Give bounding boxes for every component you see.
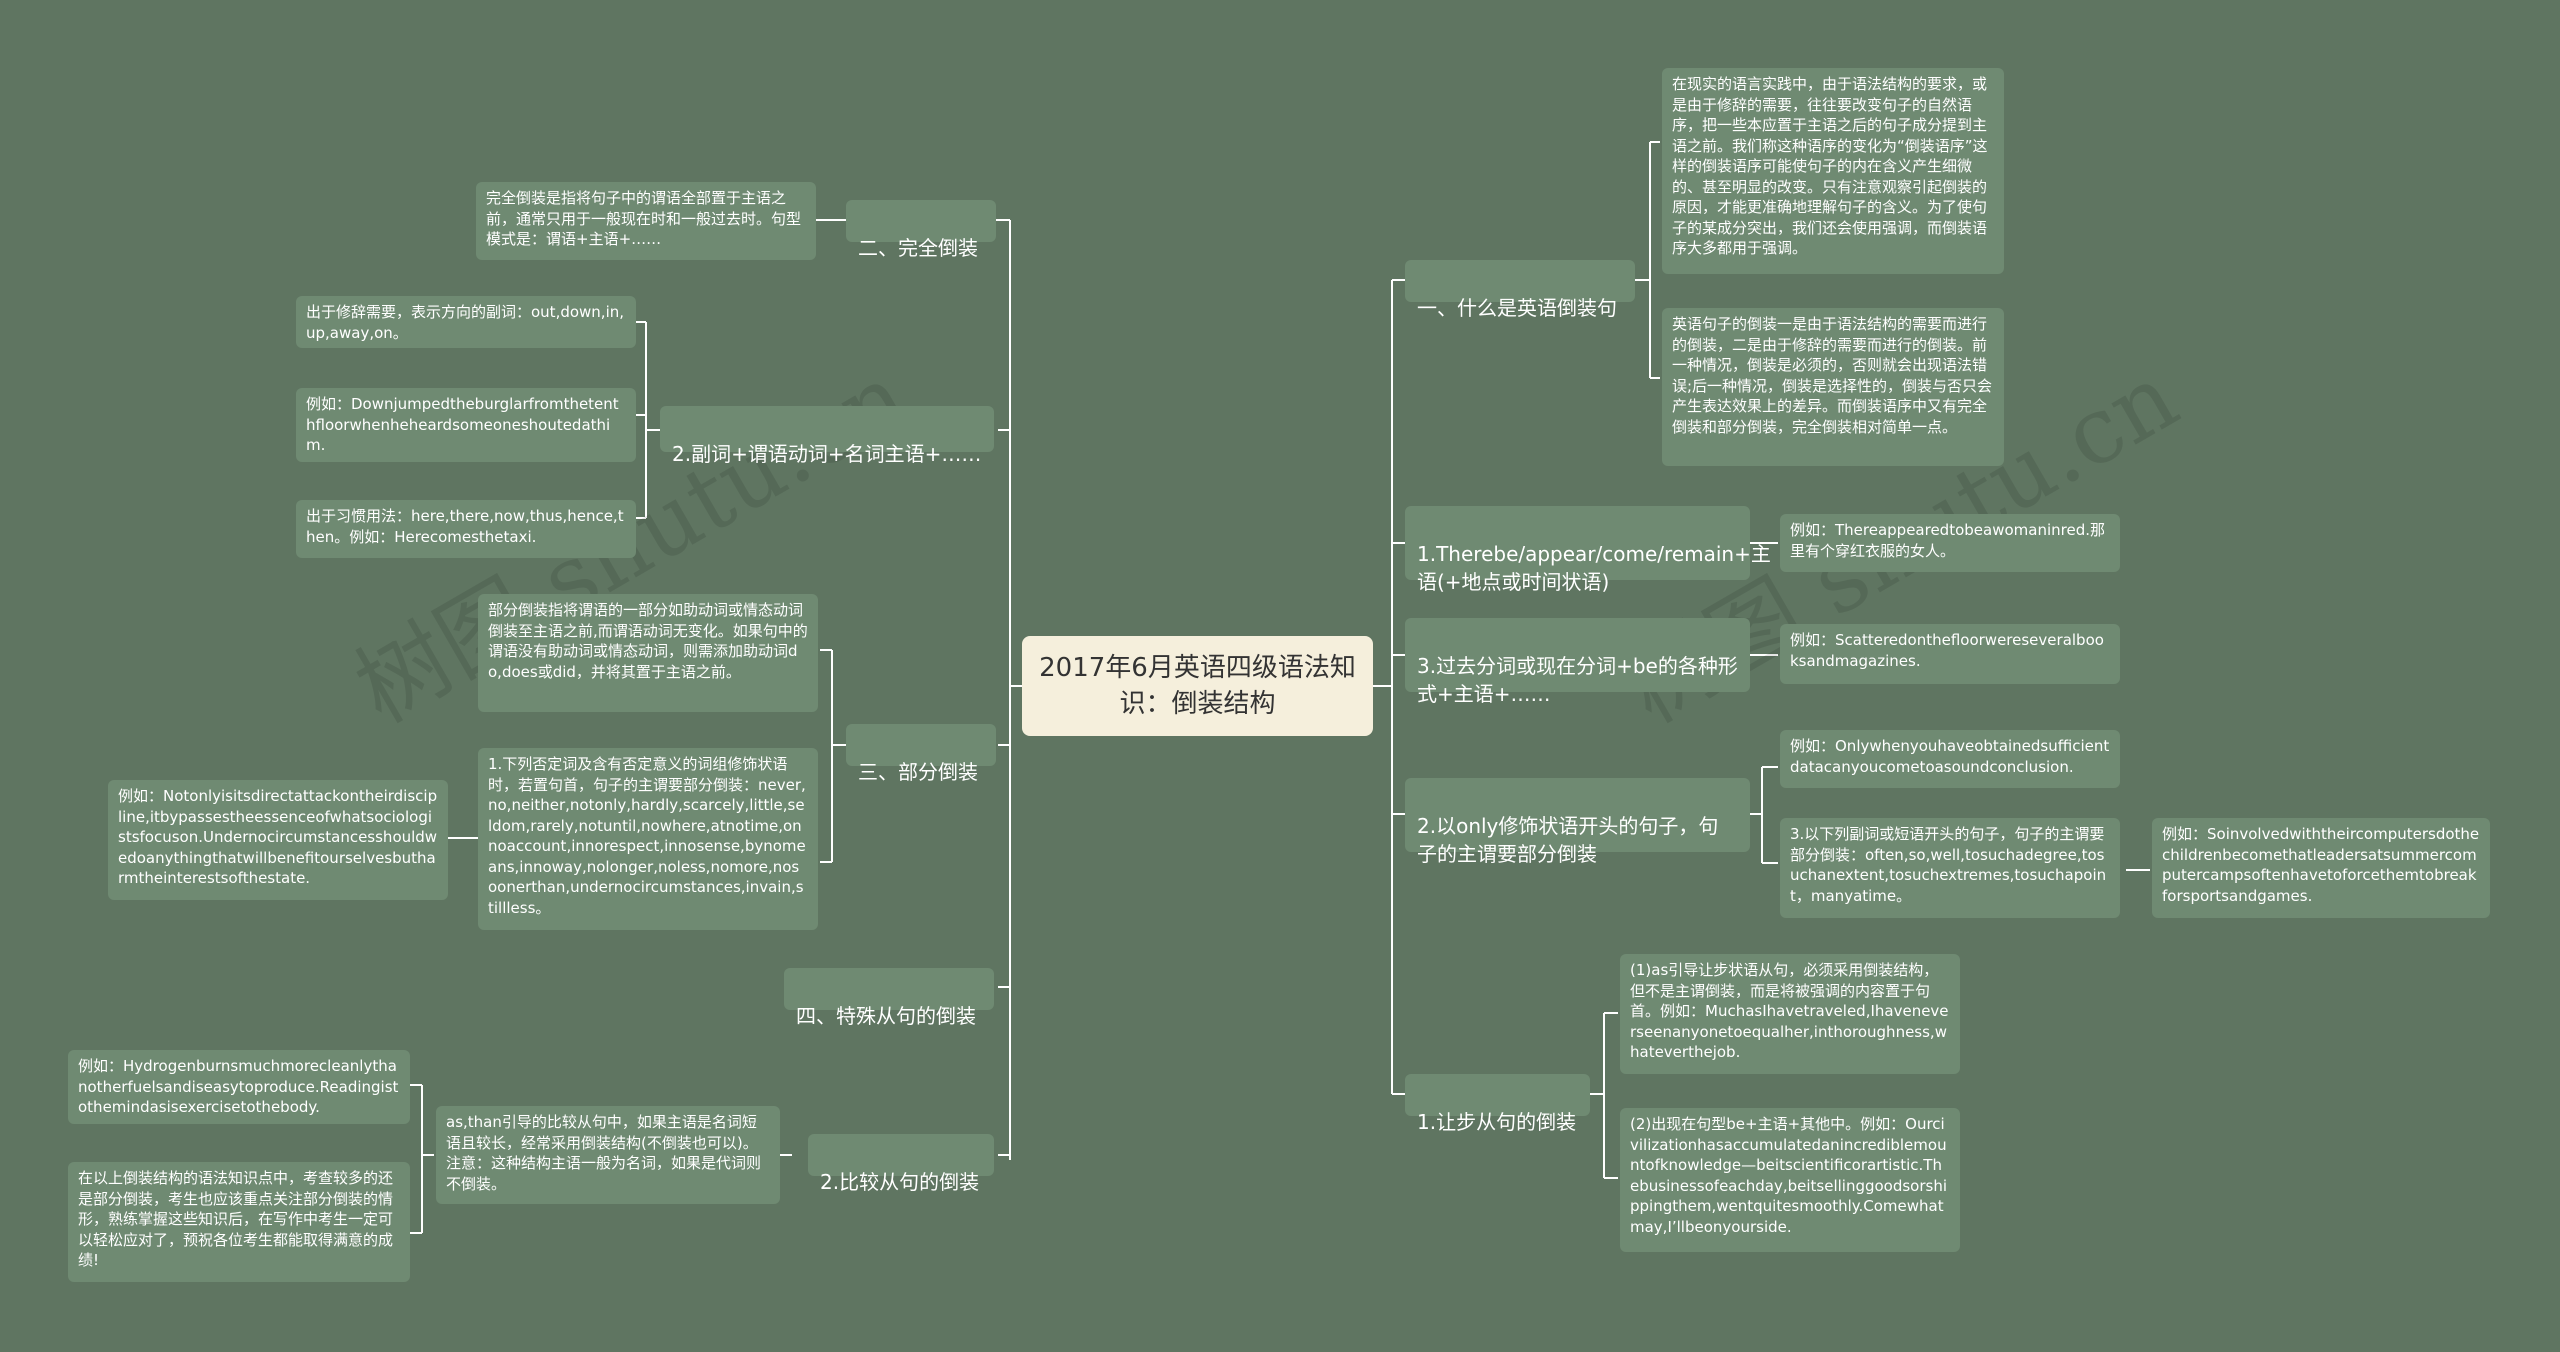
leaf-adverb-habit[interactable]: 出于习惯用法：here,there,now,thus,hence,then。例如… bbox=[296, 500, 636, 558]
leaf-inversion-intro[interactable]: 在现实的语言实践中，由于语法结构的要求，或是由于修辞的需要，往往要改变句子的自然… bbox=[1662, 68, 2004, 274]
branch-label: 四、特殊从句的倒装 bbox=[796, 1004, 976, 1028]
branch-label: 1.让步从句的倒装 bbox=[1417, 1110, 1577, 1134]
leaf-concessive-as[interactable]: (1)as引导让步状语从句，必须采用倒装结构，但不是主谓倒装，而是将被强调的内容… bbox=[1620, 954, 1960, 1074]
branch-comparative-clause[interactable]: 2.比较从句的倒装 bbox=[808, 1134, 994, 1194]
leaf-text: 英语句子的倒装一是由于语法结构的需要而进行的倒装，二是由于修辞的需要而进行的倒装… bbox=[1672, 315, 1993, 436]
branch-participle[interactable]: 3.过去分词或现在分词+be的各种形式+主语+…… bbox=[1405, 618, 1750, 706]
leaf-text: 3.以下列副词或短语开头的句子，句子的主谓要部分倒装：often,so,well… bbox=[1790, 825, 2107, 905]
leaf-negative-example[interactable]: 例如：Notonlyisitsdirectattackontheirdiscip… bbox=[108, 780, 448, 900]
branch-only[interactable]: 2.以only修饰状语开头的句子，句子的主谓要部分倒装 bbox=[1405, 778, 1750, 866]
leaf-negative-words[interactable]: 1.下列否定词及含有否定意义的词组修饰状语时，若置句首，句子的主谓要部分倒装：n… bbox=[478, 748, 818, 930]
leaf-text: (1)as引导让步状语从句，必须采用倒装结构，但不是主谓倒装，而是将被强调的内容… bbox=[1630, 961, 1949, 1061]
leaf-text: as,than引导的比较从句中，如果主语是名词短语且较长，经常采用倒装结构(不倒… bbox=[446, 1113, 762, 1193]
leaf-adverb-phrases-example[interactable]: 例如：Soinvolvedwiththeircomputersdothechil… bbox=[2152, 818, 2490, 918]
branch-label: 一、什么是英语倒装句 bbox=[1417, 296, 1617, 320]
leaf-text: 出于修辞需要，表示方向的副词：out,down,in,up,away,on。 bbox=[306, 303, 625, 342]
leaf-text: 例如：Thereappearedtobeawomaninred.那里有个穿红衣服… bbox=[1790, 521, 2105, 560]
branch-concessive[interactable]: 1.让步从句的倒装 bbox=[1405, 1074, 1590, 1134]
branch-label: 2.比较从句的倒装 bbox=[820, 1170, 980, 1194]
branch-there-be[interactable]: 1.Therebe/appear/come/remain+主语(+地点或时间状语… bbox=[1405, 506, 1771, 594]
branch-full-inversion[interactable]: 二、完全倒装 bbox=[846, 200, 996, 260]
branch-adverb-inversion[interactable]: 2.副词+谓语动词+名词主语+…… bbox=[660, 406, 994, 466]
branch-label: 三、部分倒装 bbox=[858, 760, 978, 784]
leaf-text: 部分倒装指将谓语的一部分如助动词或情态动词倒装至主语之前,而谓语动词无变化。如果… bbox=[488, 601, 808, 681]
branch-what-is-inversion[interactable]: 一、什么是英语倒装句 bbox=[1405, 260, 1635, 320]
branch-label: 二、完全倒装 bbox=[858, 236, 978, 260]
branch-label: 1.Therebe/appear/come/remain+主语(+地点或时间状语… bbox=[1417, 542, 1771, 594]
leaf-participle-example[interactable]: 例如：Scatteredonthefloorwereseveralbooksan… bbox=[1780, 624, 2120, 684]
leaf-partial-def[interactable]: 部分倒装指将谓语的一部分如助动词或情态动词倒装至主语之前,而谓语动词无变化。如果… bbox=[478, 594, 818, 712]
leaf-text: 例如：Onlywhenyouhaveobtainedsufficientdata… bbox=[1790, 737, 2110, 776]
leaf-full-inversion-def[interactable]: 完全倒装是指将句子中的谓语全部置于主语之前，通常只用于一般现在时和一般过去时。句… bbox=[476, 182, 816, 260]
leaf-text: 例如：Scatteredonthefloorwereseveralbooksan… bbox=[1790, 631, 2104, 670]
leaf-text: 例如：Soinvolvedwiththeircomputersdothechil… bbox=[2162, 825, 2480, 905]
root-node[interactable]: 2017年6月英语四级语法知识：倒装结构 bbox=[1022, 636, 1373, 736]
leaf-text: 例如：Notonlyisitsdirectattackontheirdiscip… bbox=[118, 787, 438, 887]
root-title: 2017年6月英语四级语法知识：倒装结构 bbox=[1039, 653, 1356, 719]
branch-special-clause[interactable]: 四、特殊从句的倒装 bbox=[784, 968, 994, 1028]
connector-root-right bbox=[1373, 280, 1393, 1094]
leaf-text: 出于习惯用法：here,there,now,thus,hence,then。例如… bbox=[306, 507, 624, 546]
leaf-text: 例如：Hydrogenburnsmuchmorecleanlythanother… bbox=[78, 1057, 399, 1116]
leaf-text: 在以上倒装结构的语法知识点中，考查较多的还是部分倒装，考生也应该重点关注部分倒装… bbox=[78, 1169, 394, 1269]
leaf-adverb-phrases[interactable]: 3.以下列副词或短语开头的句子，句子的主谓要部分倒装：often,so,well… bbox=[1780, 818, 2120, 918]
leaf-text: (2)出现在句型be+主语+其他中。例如：Ourcivilizationhasa… bbox=[1630, 1115, 1948, 1236]
leaf-comparative-example[interactable]: 例如：Hydrogenburnsmuchmorecleanlythanother… bbox=[68, 1050, 410, 1124]
leaf-conclusion[interactable]: 在以上倒装结构的语法知识点中，考查较多的还是部分倒装，考生也应该重点关注部分倒装… bbox=[68, 1162, 410, 1282]
leaf-adverb-direction[interactable]: 出于修辞需要，表示方向的副词：out,down,in,up,away,on。 bbox=[296, 296, 636, 348]
leaf-text: 在现实的语言实践中，由于语法结构的要求，或是由于修辞的需要，往往要改变句子的自然… bbox=[1672, 75, 1988, 257]
branch-label: 2.以only修饰状语开头的句子，句子的主谓要部分倒装 bbox=[1417, 814, 1719, 866]
leaf-concessive-be[interactable]: (2)出现在句型be+主语+其他中。例如：Ourcivilizationhasa… bbox=[1620, 1108, 1960, 1252]
branch-label: 2.副词+谓语动词+名词主语+…… bbox=[672, 442, 982, 466]
branch-label: 3.过去分词或现在分词+be的各种形式+主语+…… bbox=[1417, 654, 1738, 706]
connector-root-left bbox=[1000, 219, 1022, 1160]
leaf-adverb-example[interactable]: 例如：Downjumpedtheburglarfromthetenthfloor… bbox=[296, 388, 636, 462]
leaf-text: 完全倒装是指将句子中的谓语全部置于主语之前，通常只用于一般现在时和一般过去时。句… bbox=[486, 189, 802, 248]
leaf-there-be-example[interactable]: 例如：Thereappearedtobeawomaninred.那里有个穿红衣服… bbox=[1780, 514, 2120, 572]
leaf-comparative-def[interactable]: as,than引导的比较从句中，如果主语是名词短语且较长，经常采用倒装结构(不倒… bbox=[436, 1106, 780, 1204]
leaf-only-example[interactable]: 例如：Onlywhenyouhaveobtainedsufficientdata… bbox=[1780, 730, 2120, 788]
leaf-text: 例如：Downjumpedtheburglarfromthetenthfloor… bbox=[306, 395, 619, 454]
leaf-inversion-types[interactable]: 英语句子的倒装一是由于语法结构的需要而进行的倒装，二是由于修辞的需要而进行的倒装… bbox=[1662, 308, 2004, 466]
leaf-text: 1.下列否定词及含有否定意义的词组修饰状语时，若置句首，句子的主谓要部分倒装：n… bbox=[488, 755, 806, 917]
branch-partial-inversion[interactable]: 三、部分倒装 bbox=[846, 724, 996, 784]
